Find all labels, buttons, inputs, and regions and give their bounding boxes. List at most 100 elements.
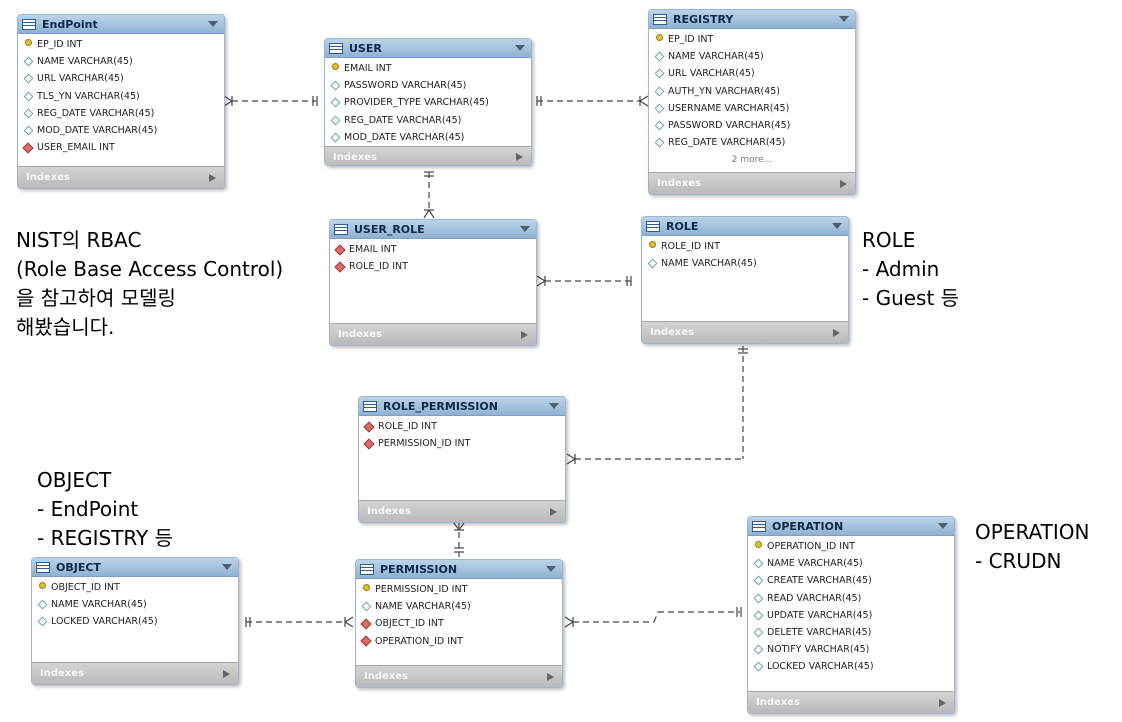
column-row[interactable]: NAME VARCHAR(45): [642, 255, 848, 272]
column-text: LOCKED VARCHAR(45): [51, 616, 158, 628]
column-row[interactable]: PROVIDER_TYPE VARCHAR(45): [325, 94, 531, 111]
expand-arrow-icon[interactable]: [547, 672, 554, 681]
indexes-bar[interactable]: Indexes: [748, 691, 954, 713]
table-header[interactable]: USER: [325, 39, 531, 58]
column-icon: [37, 617, 47, 627]
table-operation[interactable]: OPERATION OPERATION_ID INT NAME VARCHAR(45…: [747, 516, 955, 714]
column-row[interactable]: MOD_DATE VARCHAR(45): [18, 122, 224, 139]
column-row[interactable]: URL VARCHAR(45): [649, 65, 855, 82]
collapse-arrow-icon[interactable]: [222, 564, 232, 570]
collapse-arrow-icon[interactable]: [832, 223, 842, 229]
expand-arrow-icon[interactable]: [223, 669, 230, 678]
indexes-bar[interactable]: Indexes: [18, 166, 224, 188]
table-header[interactable]: PERMISSION: [356, 560, 562, 579]
column-row[interactable]: LOCKED VARCHAR(45): [748, 658, 954, 675]
expand-arrow-icon[interactable]: [840, 179, 847, 188]
column-row[interactable]: AUTH_YN VARCHAR(45): [649, 83, 855, 100]
column-row[interactable]: NAME VARCHAR(45): [356, 598, 562, 615]
column-row[interactable]: USERNAME VARCHAR(45): [649, 100, 855, 117]
collapse-arrow-icon[interactable]: [520, 226, 530, 232]
column-row[interactable]: OPERATION_ID INT: [748, 538, 954, 555]
foreign-key-icon: [22, 142, 34, 154]
more-columns-label[interactable]: 2 more...: [731, 155, 773, 166]
collapse-arrow-icon[interactable]: [938, 523, 948, 529]
indexes-label: Indexes: [367, 506, 411, 517]
column-row[interactable]: READ VARCHAR(45): [748, 590, 954, 607]
collapse-arrow-icon[interactable]: [839, 16, 849, 22]
column-row[interactable]: USER_EMAIL INT: [18, 139, 224, 156]
column-row[interactable]: EP_ID INT: [649, 31, 855, 48]
indexes-bar[interactable]: Indexes: [356, 665, 562, 687]
table-header[interactable]: OPERATION: [748, 517, 954, 536]
column-row[interactable]: URL VARCHAR(45): [18, 70, 224, 87]
column-row[interactable]: REG_DATE VARCHAR(45): [649, 134, 855, 151]
column-row[interactable]: UPDATE VARCHAR(45): [748, 607, 954, 624]
expand-arrow-icon[interactable]: [939, 698, 946, 707]
column-row[interactable]: OBJECT_ID INT: [356, 615, 562, 632]
column-row[interactable]: ROLE_ID INT: [330, 258, 536, 275]
column-row[interactable]: NAME VARCHAR(45): [18, 53, 224, 70]
column-row[interactable]: PERMISSION_ID INT: [356, 581, 562, 598]
column-row[interactable]: NOTIFY VARCHAR(45): [748, 641, 954, 658]
indexes-label: Indexes: [756, 697, 800, 708]
column-icon: [23, 108, 33, 119]
column-row[interactable]: REG_DATE VARCHAR(45): [325, 112, 531, 129]
crowfoot-mark: [344, 616, 354, 623]
indexes-bar[interactable]: Indexes: [330, 323, 536, 345]
column-row[interactable]: PASSWORD VARCHAR(45): [325, 77, 531, 94]
column-row[interactable]: OPERATION_ID INT: [356, 633, 562, 650]
column-row[interactable]: PERMISSION_ID INT: [359, 435, 565, 452]
indexes-bar[interactable]: Indexes: [642, 321, 848, 343]
expand-arrow-icon[interactable]: [550, 507, 557, 516]
column-row[interactable]: PASSWORD VARCHAR(45): [649, 117, 855, 134]
table-header[interactable]: EndPoint: [18, 15, 224, 34]
column-row[interactable]: NAME VARCHAR(45): [748, 555, 954, 572]
column-row[interactable]: OBJECT_ID INT: [32, 579, 238, 596]
indexes-bar[interactable]: Indexes: [649, 172, 855, 194]
column-row[interactable]: NAME VARCHAR(45): [32, 596, 238, 613]
column-row[interactable]: ROLE_ID INT: [359, 418, 565, 435]
table-icon: [329, 42, 343, 54]
column-row[interactable]: ROLE_ID INT: [642, 238, 848, 255]
collapse-arrow-icon[interactable]: [546, 566, 556, 572]
column-row[interactable]: EMAIL INT: [325, 60, 531, 77]
column-row[interactable]: CREATE VARCHAR(45): [748, 572, 954, 589]
column-row[interactable]: DELETE VARCHAR(45): [748, 624, 954, 641]
table-header[interactable]: OBJECT: [32, 558, 238, 577]
table-header[interactable]: ROLE_PERMISSION: [359, 397, 565, 416]
column-row[interactable]: EMAIL INT: [330, 241, 536, 258]
crowfoot-mark: [344, 621, 354, 628]
indexes-bar[interactable]: Indexes: [32, 662, 238, 684]
expand-arrow-icon[interactable]: [209, 173, 216, 182]
column-row[interactable]: MOD_DATE VARCHAR(45): [325, 129, 531, 146]
collapse-arrow-icon[interactable]: [208, 21, 218, 27]
indexes-bar[interactable]: Indexes: [359, 500, 565, 522]
table-header[interactable]: USER_ROLE: [330, 220, 536, 239]
column-text: NAME VARCHAR(45): [767, 558, 863, 570]
column-row[interactable]: LOCKED VARCHAR(45): [32, 613, 238, 630]
indexes-bar[interactable]: Indexes: [325, 145, 531, 165]
column-row[interactable]: NAME VARCHAR(45): [649, 48, 855, 65]
column-row[interactable]: REG_DATE VARCHAR(45): [18, 105, 224, 122]
table-header[interactable]: REGISTRY: [649, 10, 855, 29]
expand-arrow-icon[interactable]: [516, 153, 523, 162]
column-row[interactable]: EP_ID INT: [18, 36, 224, 53]
expand-arrow-icon[interactable]: [521, 330, 528, 339]
table-icon: [334, 223, 348, 235]
column-text: NAME VARCHAR(45): [37, 56, 133, 68]
primary-key-icon: [647, 241, 657, 252]
expand-arrow-icon[interactable]: [833, 328, 840, 337]
collapse-arrow-icon[interactable]: [515, 45, 525, 51]
table-header[interactable]: ROLE: [642, 217, 848, 236]
column-row[interactable]: TLS_YN VARCHAR(45): [18, 88, 224, 105]
collapse-arrow-icon[interactable]: [549, 403, 559, 409]
